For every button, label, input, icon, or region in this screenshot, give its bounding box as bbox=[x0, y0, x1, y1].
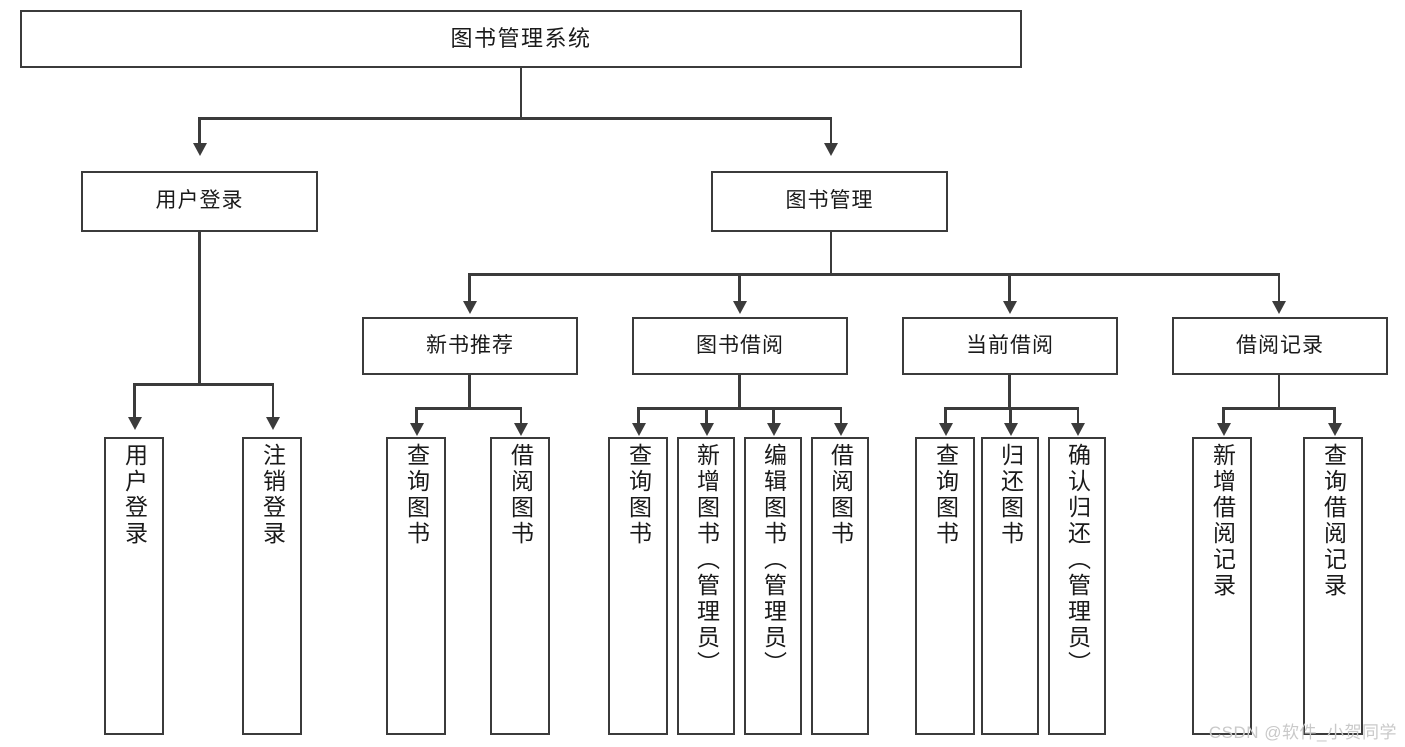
edge-to-leaf-logout bbox=[271, 383, 274, 419]
edge-to-leaf-borrow-book-2 bbox=[839, 407, 842, 425]
edge-to-book-borrow bbox=[738, 273, 741, 303]
edge-book-borrow-bus bbox=[637, 407, 842, 410]
edge-book-manage-stem bbox=[829, 232, 832, 274]
arrow-to-book-borrow bbox=[732, 301, 747, 314]
node-label: 编辑图书（管理员） bbox=[760, 443, 787, 677]
node-leaf-borrow-book-2[interactable]: 借阅图书 bbox=[811, 437, 869, 735]
node-leaf-add-book[interactable]: 新增图书（管理员） bbox=[677, 437, 735, 735]
node-new-book-recommend[interactable]: 新书推荐 bbox=[362, 317, 578, 375]
edge-user-login-stem bbox=[198, 232, 201, 384]
csdn-watermark: CSDN @软件_小贺同学 bbox=[1208, 723, 1397, 742]
arrow-to-leaf-borrow-book-2 bbox=[834, 423, 848, 436]
arrow-to-leaf-query-book-2 bbox=[631, 423, 646, 436]
node-label: 借阅记录 bbox=[1236, 333, 1324, 357]
edge-new-book-recommend-stem bbox=[468, 375, 471, 408]
node-label: 查询图书 bbox=[403, 443, 430, 547]
edge-current-borrow-stem bbox=[1008, 375, 1011, 408]
node-root-system[interactable]: 图书管理系统 bbox=[20, 10, 1022, 68]
node-label: 借阅图书 bbox=[827, 443, 854, 547]
arrow-to-leaf-borrow-book-1 bbox=[514, 423, 528, 436]
arrow-to-leaf-confirm-return bbox=[1071, 423, 1085, 436]
node-label: 用户登录 bbox=[155, 189, 244, 213]
node-borrow-record[interactable]: 借阅记录 bbox=[1172, 317, 1388, 375]
edge-to-leaf-query-record bbox=[1333, 407, 1336, 425]
node-leaf-query-book-2[interactable]: 查询图书 bbox=[608, 437, 668, 735]
node-leaf-query-book-1[interactable]: 查询图书 bbox=[386, 437, 446, 735]
arrow-to-leaf-query-record bbox=[1327, 423, 1342, 436]
arrow-to-user-login bbox=[192, 143, 207, 156]
node-label: 图书借阅 bbox=[696, 333, 784, 357]
node-leaf-add-record[interactable]: 新增借阅记录 bbox=[1192, 437, 1252, 735]
node-leaf-query-record[interactable]: 查询借阅记录 bbox=[1303, 437, 1363, 735]
edge-book-manage-bus bbox=[468, 273, 1280, 276]
edge-to-leaf-return-book bbox=[1009, 407, 1012, 425]
node-label: 图书管理 bbox=[785, 189, 874, 213]
arrow-to-leaf-edit-book bbox=[766, 423, 781, 436]
node-leaf-query-book-3[interactable]: 查询图书 bbox=[915, 437, 975, 735]
edge-root-to-user-login bbox=[198, 117, 201, 145]
node-label: 查询借阅记录 bbox=[1320, 443, 1347, 599]
edge-to-leaf-edit-book bbox=[772, 407, 775, 425]
edge-to-leaf-query-book-1 bbox=[415, 407, 418, 425]
node-leaf-borrow-book-1[interactable]: 借阅图书 bbox=[490, 437, 550, 735]
node-label: 确认归还（管理员） bbox=[1064, 443, 1091, 677]
edge-root-bus bbox=[198, 117, 832, 120]
edge-user-login-bus bbox=[133, 383, 273, 386]
arrow-to-new-book-recommend bbox=[462, 301, 477, 314]
node-leaf-edit-book[interactable]: 编辑图书（管理员） bbox=[744, 437, 802, 735]
node-current-borrow[interactable]: 当前借阅 bbox=[902, 317, 1118, 375]
node-leaf-confirm-return[interactable]: 确认归还（管理员） bbox=[1048, 437, 1106, 735]
arrow-to-leaf-logout bbox=[266, 417, 280, 430]
node-label: 新增图书（管理员） bbox=[693, 443, 720, 677]
edge-to-leaf-user-login bbox=[133, 383, 136, 419]
arrow-to-leaf-add-book bbox=[699, 423, 714, 436]
node-book-manage[interactable]: 图书管理 bbox=[711, 171, 948, 232]
edge-to-leaf-confirm-return bbox=[1076, 407, 1079, 425]
node-leaf-user-login[interactable]: 用户登录 bbox=[104, 437, 164, 735]
edge-book-borrow-stem bbox=[738, 375, 741, 408]
edge-to-leaf-query-book-3 bbox=[944, 407, 947, 425]
arrow-to-leaf-add-record bbox=[1216, 423, 1231, 436]
edge-new-book-recommend-bus bbox=[415, 407, 521, 410]
node-label: 查询图书 bbox=[932, 443, 959, 547]
edge-current-borrow-bus bbox=[944, 407, 1079, 410]
edge-root-to-book-manage bbox=[829, 117, 832, 145]
edge-to-leaf-add-record bbox=[1222, 407, 1225, 425]
node-label: 借阅图书 bbox=[507, 443, 534, 547]
node-leaf-return-book[interactable]: 归还图书 bbox=[981, 437, 1039, 735]
edge-to-new-book-recommend bbox=[468, 273, 471, 303]
arrow-to-leaf-return-book bbox=[1003, 423, 1018, 436]
node-book-borrow[interactable]: 图书借阅 bbox=[632, 317, 848, 375]
arrow-to-leaf-query-book-1 bbox=[409, 423, 424, 436]
node-label: 归还图书 bbox=[997, 443, 1024, 547]
edge-borrow-record-stem bbox=[1277, 375, 1280, 408]
node-label: 新增借阅记录 bbox=[1209, 443, 1236, 599]
edge-to-leaf-borrow-book-1 bbox=[519, 407, 522, 425]
node-label: 用户登录 bbox=[121, 443, 148, 547]
arrow-to-borrow-record bbox=[1272, 301, 1286, 314]
node-label: 新书推荐 bbox=[426, 333, 514, 357]
node-label: 注销登录 bbox=[259, 443, 286, 547]
node-label: 当前借阅 bbox=[966, 333, 1054, 357]
arrow-to-leaf-user-login bbox=[127, 417, 142, 430]
node-user-login[interactable]: 用户登录 bbox=[81, 171, 318, 232]
edge-to-leaf-query-book-2 bbox=[637, 407, 640, 425]
edge-to-leaf-add-book bbox=[705, 407, 708, 425]
node-label: 查询图书 bbox=[625, 443, 652, 547]
arrow-to-current-borrow bbox=[1002, 301, 1017, 314]
edge-borrow-record-bus bbox=[1222, 407, 1335, 410]
arrow-to-leaf-query-book-3 bbox=[938, 423, 953, 436]
arrow-to-book-manage bbox=[824, 143, 838, 156]
edge-root-stem bbox=[519, 68, 522, 118]
node-label: 图书管理系统 bbox=[450, 26, 592, 52]
edge-to-current-borrow bbox=[1008, 273, 1011, 303]
edge-to-borrow-record bbox=[1277, 273, 1280, 303]
node-leaf-logout[interactable]: 注销登录 bbox=[242, 437, 302, 735]
